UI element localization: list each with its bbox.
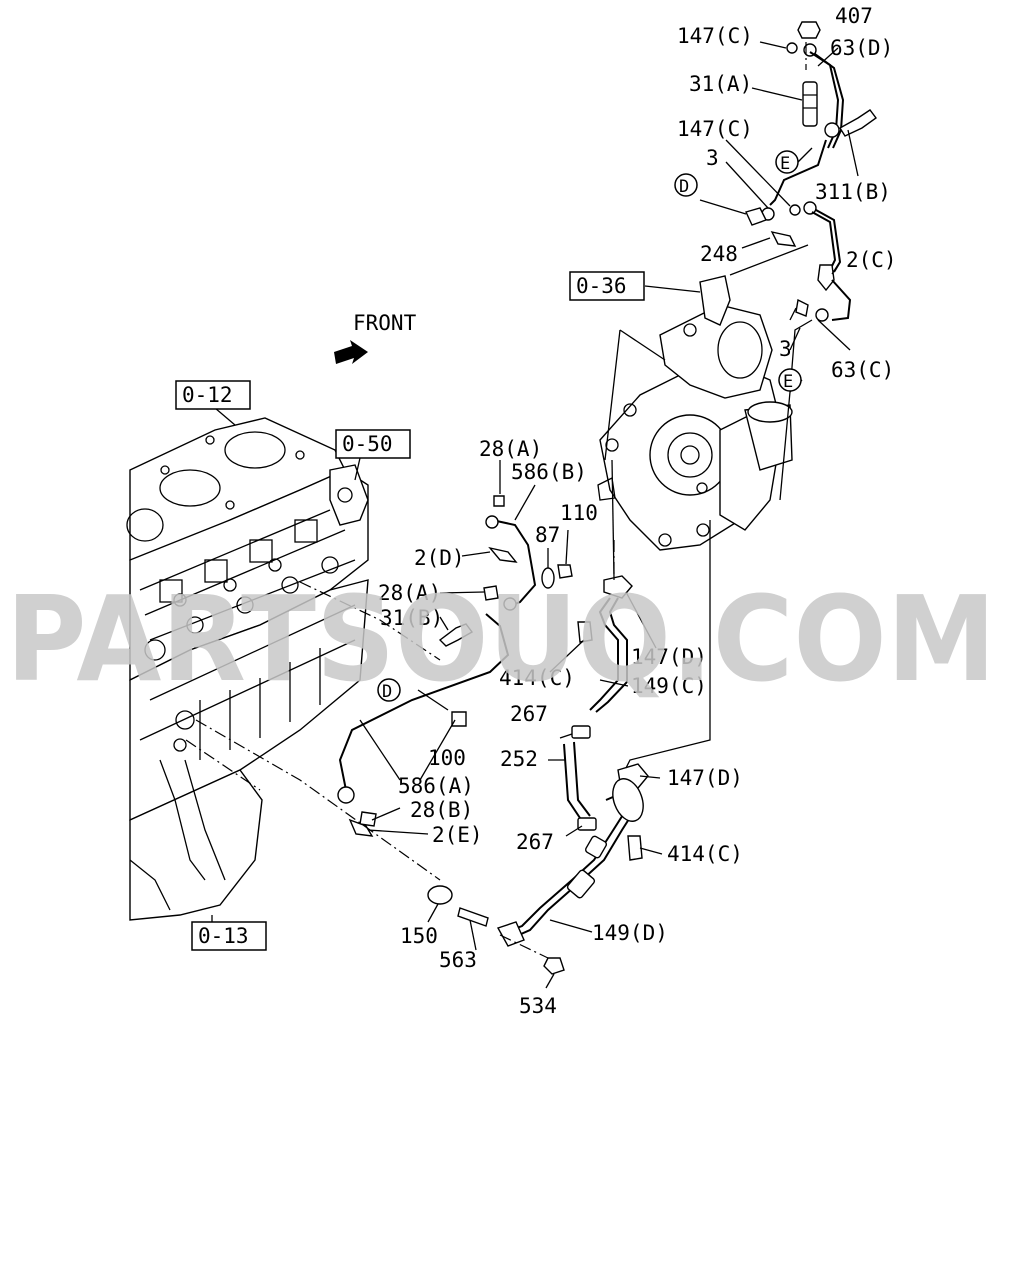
part-label-149d[interactable]: 149(D) bbox=[592, 921, 668, 945]
part-label-110[interactable]: 110 bbox=[560, 501, 598, 525]
part-label-31a[interactable]: 31(A) bbox=[689, 72, 752, 96]
part-label-563[interactable]: 563 bbox=[439, 948, 477, 972]
part-label-267-top[interactable]: 267 bbox=[510, 702, 548, 726]
front-label: FRONT bbox=[353, 311, 417, 335]
part-label-252[interactable]: 252 bbox=[500, 747, 538, 771]
oil-feed-pipe-drawing bbox=[745, 21, 877, 351]
part-label-147d-bot[interactable]: 147(D) bbox=[667, 766, 743, 790]
svg-text:E: E bbox=[780, 154, 790, 174]
part-label-147c-top[interactable]: 147(C) bbox=[677, 24, 753, 48]
centerlines bbox=[185, 42, 807, 959]
part-label-28a-top[interactable]: 28(A) bbox=[479, 437, 542, 461]
reference-box-0-13[interactable]: 0-13 bbox=[191, 921, 267, 951]
part-label-267-bot[interactable]: 267 bbox=[516, 830, 554, 854]
part-label-147d-top[interactable]: 147(D) bbox=[631, 645, 707, 669]
oil-return-pipe-drawing bbox=[337, 495, 649, 975]
callout-circle-d-mid: D bbox=[377, 678, 401, 702]
part-label-414c-top[interactable]: 414(C) bbox=[499, 666, 575, 690]
reference-label: 0-12 bbox=[182, 383, 233, 407]
reference-label: 0-36 bbox=[576, 274, 627, 298]
turbocharger-drawing bbox=[597, 275, 793, 551]
front-direction-arrow: FRONT bbox=[334, 311, 417, 364]
part-label-149c[interactable]: 149(C) bbox=[631, 674, 707, 698]
part-label-2d[interactable]: 2(D) bbox=[414, 546, 465, 570]
part-label-63d[interactable]: 63(D) bbox=[830, 36, 893, 60]
watermark: PARTSOUQ.COM bbox=[6, 570, 996, 708]
part-label-414c-bot[interactable]: 414(C) bbox=[667, 842, 743, 866]
part-labels: 407 147(C) 63(D) 31(A) 147(C) 3 311(B) 2… bbox=[378, 4, 897, 1018]
callout-circle-e-top: E bbox=[775, 150, 799, 174]
svg-text:D: D bbox=[382, 682, 392, 702]
reference-box-0-50[interactable]: 0-50 bbox=[335, 429, 411, 459]
part-label-87[interactable]: 87 bbox=[535, 523, 560, 547]
part-label-311b[interactable]: 311(B) bbox=[815, 180, 891, 204]
callout-circle-d-top: D bbox=[674, 173, 698, 197]
part-label-407[interactable]: 407 bbox=[835, 4, 873, 28]
reference-label: 0-50 bbox=[342, 432, 393, 456]
svg-text:E: E bbox=[783, 372, 793, 392]
part-label-534[interactable]: 534 bbox=[519, 994, 557, 1018]
part-label-586a[interactable]: 586(A) bbox=[398, 774, 474, 798]
reference-box-0-36[interactable]: 0-36 bbox=[569, 271, 645, 301]
part-label-586b[interactable]: 586(B) bbox=[511, 460, 587, 484]
svg-text:D: D bbox=[679, 177, 689, 197]
reference-label: 0-13 bbox=[198, 924, 249, 948]
engine-block-drawing bbox=[126, 417, 369, 921]
part-label-2e[interactable]: 2(E) bbox=[432, 823, 483, 847]
part-label-100[interactable]: 100 bbox=[428, 746, 466, 770]
front-arrow-icon bbox=[334, 340, 368, 364]
part-label-2c[interactable]: 2(C) bbox=[846, 248, 897, 272]
part-label-28a-mid[interactable]: 28(A) bbox=[378, 581, 441, 605]
callout-circle-e-mid: E bbox=[778, 368, 802, 392]
part-label-147c-mid[interactable]: 147(C) bbox=[677, 117, 753, 141]
part-label-31b[interactable]: 31(B) bbox=[380, 606, 443, 630]
part-label-63c[interactable]: 63(C) bbox=[831, 358, 894, 382]
part-label-3-mid[interactable]: 3 bbox=[779, 337, 792, 361]
part-label-150[interactable]: 150 bbox=[400, 924, 438, 948]
part-label-248[interactable]: 248 bbox=[700, 242, 738, 266]
reference-box-0-12[interactable]: 0-12 bbox=[175, 380, 251, 410]
part-label-28b[interactable]: 28(B) bbox=[410, 798, 473, 822]
part-label-3-top[interactable]: 3 bbox=[706, 146, 719, 170]
